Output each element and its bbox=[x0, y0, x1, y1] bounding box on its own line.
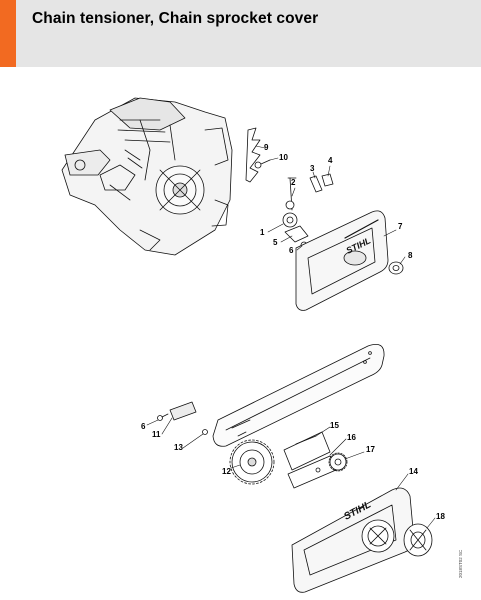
part-6-screw-lower bbox=[157, 413, 169, 421]
part-9-baffle bbox=[245, 127, 261, 183]
saw-engine-body bbox=[61, 97, 233, 256]
callout-6-upper: 6 bbox=[289, 246, 294, 255]
part-5-slide bbox=[284, 225, 309, 243]
callout-6-lower: 6 bbox=[141, 422, 146, 431]
page-title: Chain tensioner, Chain sprocket cover bbox=[32, 10, 319, 27]
document-number: 2018ST02 SC bbox=[458, 549, 463, 578]
header-accent bbox=[0, 0, 16, 67]
guide-bar bbox=[212, 343, 385, 447]
callout-8: 8 bbox=[408, 251, 413, 260]
callout-1: 1 bbox=[260, 228, 265, 237]
part-12-sprocket-wheel bbox=[229, 439, 275, 485]
callout-17: 17 bbox=[366, 445, 375, 454]
callout-12: 12 bbox=[222, 467, 231, 476]
callout-3: 3 bbox=[310, 164, 315, 173]
callout-10: 10 bbox=[279, 153, 288, 162]
part-7-sprocket-cover bbox=[295, 210, 389, 311]
callout-5: 5 bbox=[273, 238, 278, 247]
callout-13: 13 bbox=[174, 443, 183, 452]
part-1-tensioner-gear bbox=[282, 200, 298, 228]
callout-16: 16 bbox=[347, 433, 356, 442]
part-15-plate bbox=[283, 431, 331, 471]
callout-7: 7 bbox=[398, 222, 403, 231]
callout-18: 18 bbox=[436, 512, 445, 521]
callout-2: 2 bbox=[291, 178, 296, 187]
part-4-nut bbox=[321, 173, 334, 187]
part-14-sprocket-cover-lower bbox=[291, 487, 415, 593]
part-10-screw bbox=[254, 159, 271, 169]
callout-11: 11 bbox=[152, 430, 161, 439]
callout-4: 4 bbox=[328, 156, 333, 165]
callout-9: 9 bbox=[264, 143, 269, 152]
callout-14: 14 bbox=[409, 467, 418, 476]
part-3-slider bbox=[309, 175, 323, 193]
header-bar: Chain tensioner, Chain sprocket cover bbox=[0, 0, 481, 67]
part-18-thumb-wheel bbox=[403, 523, 433, 557]
part-13-stud bbox=[202, 429, 208, 435]
callout-15: 15 bbox=[330, 421, 339, 430]
part-11-chain-guide bbox=[169, 401, 197, 421]
part-8-nut bbox=[388, 261, 404, 275]
leader-lines bbox=[146, 145, 436, 529]
part-17-toothed-nut bbox=[328, 452, 348, 472]
